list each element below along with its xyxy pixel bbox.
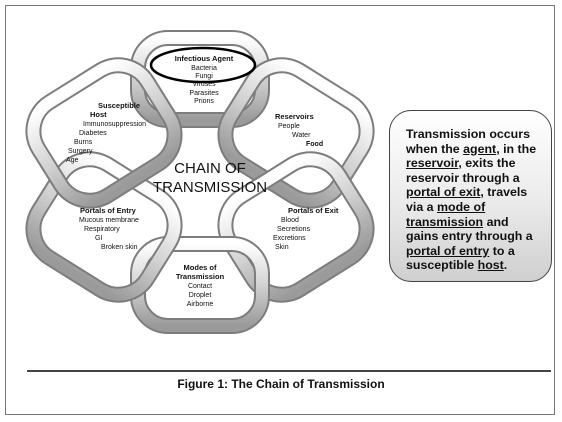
- callout-term-portal-of-entry: portal of entry: [406, 243, 490, 258]
- exit-item: Secretions: [277, 226, 311, 233]
- host-label-group: Susceptible Host Immunosuppression Diabe…: [66, 101, 146, 164]
- reservoirs-label-group: Reservoirs People Water Food: [275, 112, 323, 148]
- callout-text: , in the: [496, 141, 537, 156]
- agent-item: Bacteria: [191, 65, 217, 72]
- center-title-line2: TRANSMISSION: [153, 179, 267, 196]
- host-item: Immunosuppression: [83, 121, 146, 128]
- caption-divider: [27, 370, 551, 372]
- callout-text: , travels via a: [406, 185, 528, 214]
- agent-item: Fungi: [195, 73, 213, 80]
- callout-term-reservoir: reservoir: [406, 156, 459, 171]
- exit-item: Skin: [275, 244, 289, 251]
- host-item: Diabetes: [79, 130, 107, 137]
- center-title-line1: CHAIN OF: [174, 160, 246, 177]
- callout-text: .: [503, 258, 508, 273]
- callout-text: , exits the reservoir through a: [406, 156, 520, 185]
- agent-highlight-ellipse: [149, 46, 257, 84]
- agent-item: Prions: [194, 98, 214, 105]
- host-item: Burns: [74, 139, 93, 146]
- entry-item: Mucous membrane: [79, 217, 139, 224]
- exit-item: Excretions: [273, 235, 306, 242]
- chain-links: [25, 30, 375, 334]
- exit-item: Blood: [281, 217, 299, 224]
- agent-title: Infectious Agent: [175, 54, 234, 63]
- callout-text: to a susceptible: [406, 243, 515, 273]
- entry-label-group: Portals of Entry Mucous membrane Respira…: [79, 206, 139, 251]
- page-frame: [5, 5, 555, 415]
- reservoirs-item: Food: [306, 141, 323, 148]
- definition-callout: Transmission occurs when the agent, in t…: [389, 110, 552, 282]
- reservoirs-item: People: [278, 123, 300, 130]
- exit-title: Portals of Exit: [288, 206, 339, 215]
- agent-label-group: Infectious Agent Bacteria Fungi Viruses …: [175, 54, 234, 105]
- figure-caption: Figure 1: The Chain of Transmission: [177, 377, 385, 391]
- host-title: Susceptible: [98, 101, 140, 110]
- callout-term-agent: agent: [463, 141, 497, 156]
- callout-term-host: host: [477, 258, 504, 273]
- modes-label-group: Modes of Transmission Contact Droplet Ai…: [176, 263, 225, 308]
- modes-item: Airborne: [187, 301, 214, 308]
- agent-item: Parasites: [189, 90, 219, 97]
- modes-item: Droplet: [189, 292, 212, 299]
- host-item: Age: [66, 157, 79, 164]
- reservoirs-title: Reservoirs: [275, 112, 314, 121]
- entry-item: Broken skin: [101, 244, 138, 251]
- host-item: Surgery: [68, 148, 93, 155]
- agent-item: Viruses: [192, 81, 216, 88]
- modes-item: Contact: [188, 283, 212, 290]
- modes-title-line2: Transmission: [176, 272, 225, 281]
- exit-label-group: Portals of Exit Blood Secretions Excreti…: [273, 206, 339, 251]
- callout-term-portal-of-exit: portal of exit: [406, 185, 481, 200]
- reservoirs-item: Water: [292, 132, 311, 139]
- modes-title: Modes of: [184, 263, 217, 272]
- entry-item: GI: [95, 235, 102, 242]
- host-title-line2: Host: [90, 110, 107, 119]
- entry-item: Respiratory: [84, 226, 120, 233]
- callout-term-mode-of-transmission: mode of transmission: [406, 199, 486, 229]
- callout-text: Transmission occurs when the: [406, 127, 530, 156]
- callout-text: and gains entry through a: [406, 214, 533, 244]
- entry-title: Portals of Entry: [80, 206, 137, 215]
